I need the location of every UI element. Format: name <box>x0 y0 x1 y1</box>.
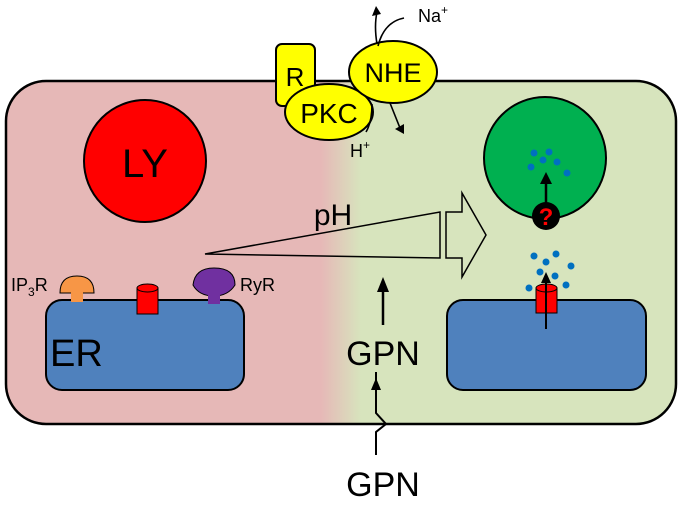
block-arrow <box>445 190 487 280</box>
lysosome-red <box>83 99 207 223</box>
h-ion-label: H+ <box>350 138 370 161</box>
na-efflux-arrow <box>377 17 405 47</box>
na-arrow-shaft <box>374 11 378 45</box>
uptake-arrowhead <box>540 172 552 184</box>
ip3r-label: IP3R <box>11 275 48 299</box>
gpn-crossing-line <box>375 372 388 455</box>
unknown-transporter <box>532 202 560 230</box>
na-ion-label: Na+ <box>418 3 448 26</box>
unknown-transporter-label: ? <box>539 204 554 231</box>
er-release-arrowhead <box>541 272 551 283</box>
pkc-label: PKC <box>300 98 358 129</box>
calcium-dots-lysosome <box>527 148 571 177</box>
gpn-upward-arrowhead <box>377 277 389 292</box>
na-arrowhead <box>372 6 381 16</box>
gpn-outside-label: GPN <box>346 466 420 504</box>
h-arrow-shaft <box>365 103 373 133</box>
pkc-enzyme <box>284 83 374 141</box>
ryr-label: RyR <box>240 275 275 295</box>
calcium-dots-cytosol <box>525 250 575 292</box>
h-arrowhead <box>395 124 404 134</box>
ip3r-channel <box>59 275 95 302</box>
h-efflux-arrow <box>389 102 401 129</box>
lysosome-label: LY <box>122 142 168 186</box>
gpn-inside-label: GPN <box>346 335 420 373</box>
ryr-channel <box>192 267 236 304</box>
nhe-exchanger <box>348 40 438 104</box>
nhe-label: NHE <box>364 58 421 88</box>
tpc-channel-left <box>136 283 159 315</box>
ph-gradient-wedge <box>204 211 441 259</box>
receptor-label: R <box>286 62 305 92</box>
ph-label: pH <box>314 199 352 232</box>
er-label: ER <box>50 333 103 375</box>
gpn-crossing-arrowhead <box>371 378 381 390</box>
